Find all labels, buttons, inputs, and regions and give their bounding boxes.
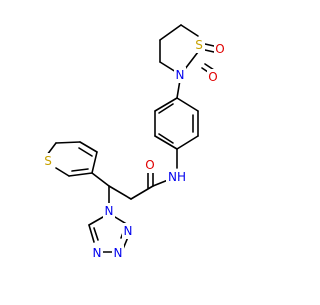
atom-labels: S O O N NH O S N N N N <box>42 37 226 261</box>
bond <box>158 103 174 114</box>
atom-sulfonyl-s: S <box>195 38 203 52</box>
bond <box>176 135 199 150</box>
bonds <box>46 24 215 253</box>
bond <box>88 224 95 243</box>
structure-canvas: S O O N NH O S N N N N <box>42 24 226 261</box>
bond <box>78 147 93 157</box>
atom-tetrazole-n2: N <box>124 224 133 238</box>
atom-thiophene-s: S <box>44 154 52 168</box>
bond <box>91 172 110 187</box>
bond <box>108 185 132 200</box>
atom-tetrazole-n3: N <box>114 246 123 260</box>
bond <box>71 168 89 172</box>
bond <box>176 97 199 112</box>
bond <box>79 141 98 153</box>
atom-sulfonyl-o2: O <box>208 70 217 84</box>
bond <box>154 97 178 112</box>
atom-ring-n: N <box>176 68 185 82</box>
bond <box>68 172 93 177</box>
bond <box>130 185 154 200</box>
bond <box>159 24 182 41</box>
atom-sulfonyl-o1: O <box>215 42 224 56</box>
bond <box>204 49 215 53</box>
bond <box>184 51 199 70</box>
bond <box>159 61 177 73</box>
bond <box>180 24 199 37</box>
bond <box>91 151 98 174</box>
bond <box>154 135 178 150</box>
atom-tetrazole-n1: N <box>105 204 114 218</box>
bond <box>152 179 169 187</box>
atom-amide-nh: NH <box>168 170 186 184</box>
bond <box>55 141 81 144</box>
bond <box>55 167 70 177</box>
bond <box>158 133 174 144</box>
atom-amide-o: O <box>145 158 154 172</box>
bond <box>204 43 215 47</box>
bond <box>88 216 104 226</box>
molecule-structure-diagram: S O O N NH O S N N N N <box>42 24 226 261</box>
atom-tetrazole-n4: N <box>93 246 102 260</box>
bond <box>93 227 99 241</box>
